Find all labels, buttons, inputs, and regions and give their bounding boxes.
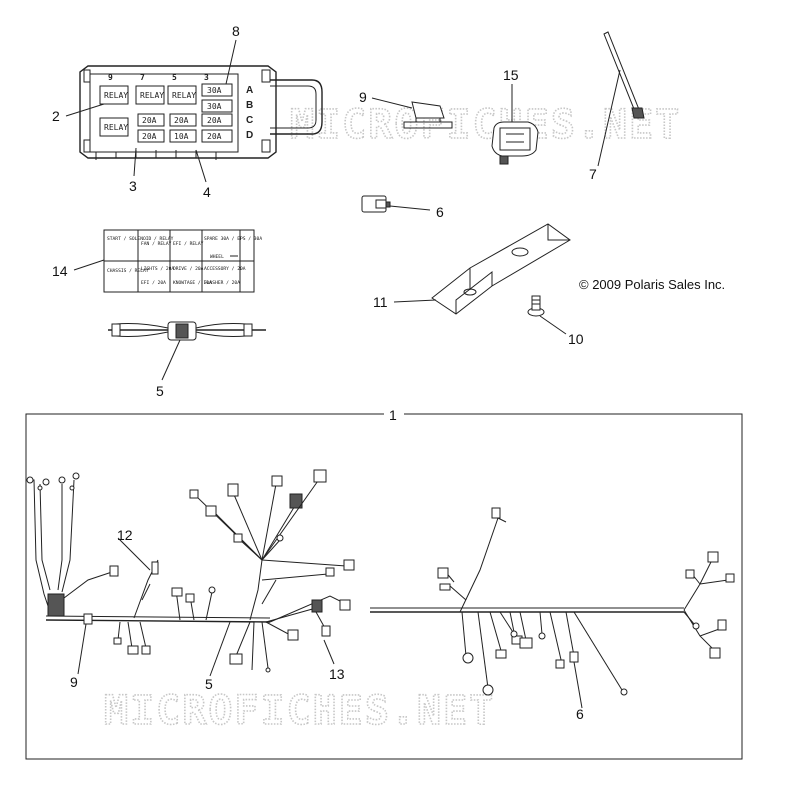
main-harness-right xyxy=(370,507,735,696)
fuse-box-num-7: 7 xyxy=(140,73,145,82)
decal-cell-6: LIGHTS / 20A xyxy=(141,266,174,272)
decal-cell-8: ACCESSORY / 20A xyxy=(204,266,246,272)
callout-4: 4 xyxy=(203,184,211,200)
callout-13: 13 xyxy=(329,666,345,682)
fuse-d2: 10A xyxy=(174,132,189,141)
row-letter-a: A xyxy=(246,85,253,96)
callout-3: 3 xyxy=(129,178,137,194)
fuse-box-num-5: 5 xyxy=(172,73,177,82)
relay-label-2: RELAY xyxy=(140,91,164,100)
fuse-c3: 20A xyxy=(207,116,222,125)
callout-8: 8 xyxy=(232,23,240,39)
fuse-b1: 30A xyxy=(207,102,222,111)
relay-label-4: RELAY xyxy=(104,123,128,132)
callout-12: 12 xyxy=(117,527,133,543)
fuse-c2: 20A xyxy=(174,116,189,125)
clip-part xyxy=(403,101,453,129)
screw-part xyxy=(527,295,545,317)
relay-label-1: RELAY xyxy=(104,91,128,100)
callout-6-bottom: 6 xyxy=(576,706,584,722)
fuse-d3: 20A xyxy=(207,132,222,141)
watermark-bottom: MICROFICHES.NET xyxy=(104,688,495,734)
decal-cell-11: KNOWTAGE / 10A xyxy=(173,280,212,286)
row-letter-b: B xyxy=(246,100,253,111)
main-harness-left xyxy=(26,469,355,673)
callout-14: 14 xyxy=(52,263,68,279)
fuse-box: 9 7 5 3 RELAY RELAY RELAY RELAY 30A 30A … xyxy=(79,65,323,160)
decal-cell-4: SPARE 30A / EPS / 30A xyxy=(204,236,262,242)
fuse-decal: START / SOLENOID / RELAY FAN / RELAY EFI… xyxy=(103,229,262,293)
fuse-d1: 20A xyxy=(142,132,157,141)
relay-label-3: RELAY xyxy=(172,91,196,100)
callout-15: 15 xyxy=(503,67,519,83)
row-letter-c: C xyxy=(246,115,253,126)
decal-cell-3: EFI / RELAY xyxy=(173,241,204,247)
callout-7: 7 xyxy=(589,166,597,182)
watermark-top: MICROFICHES.NET xyxy=(290,102,681,148)
decal-cell-7: DRIVE / 20A xyxy=(173,266,204,272)
fuse-c1: 20A xyxy=(142,116,157,125)
cable-tie-part xyxy=(603,31,645,119)
callout-6-top: 6 xyxy=(436,204,444,220)
callout-9-top: 9 xyxy=(359,89,367,105)
callout-5-top: 5 xyxy=(156,383,164,399)
bracket-part xyxy=(431,223,571,315)
callout-10: 10 xyxy=(568,331,584,347)
decal-cell-10: EFI / 20A xyxy=(141,280,166,286)
jumper-harness xyxy=(108,321,266,341)
decal-cell-2: FAN / RELAY xyxy=(141,241,172,247)
fuse-box-num-3: 3 xyxy=(204,73,209,82)
copyright-text: © 2009 Polaris Sales Inc. xyxy=(579,277,725,292)
decal-side-text: WHEEL xyxy=(210,254,224,260)
callout-2: 2 xyxy=(52,108,60,124)
fuse-a1: 30A xyxy=(207,86,222,95)
connector-part-15 xyxy=(491,121,539,165)
decal-cell-12: FLASHER / 20A xyxy=(204,280,240,286)
row-letter-d: D xyxy=(246,130,253,141)
decal-cell-1: START / SOLENOID / RELAY xyxy=(107,236,174,242)
small-connector-part xyxy=(361,195,391,213)
callout-11: 11 xyxy=(373,294,388,310)
fuse-box-num-9: 9 xyxy=(108,73,113,82)
callout-1: 1 xyxy=(389,407,397,423)
callout-9-bottom: 9 xyxy=(70,674,78,690)
decal-cell-5: CHASSIS / RELAY xyxy=(107,268,149,274)
callout-5-bottom: 5 xyxy=(205,676,213,692)
